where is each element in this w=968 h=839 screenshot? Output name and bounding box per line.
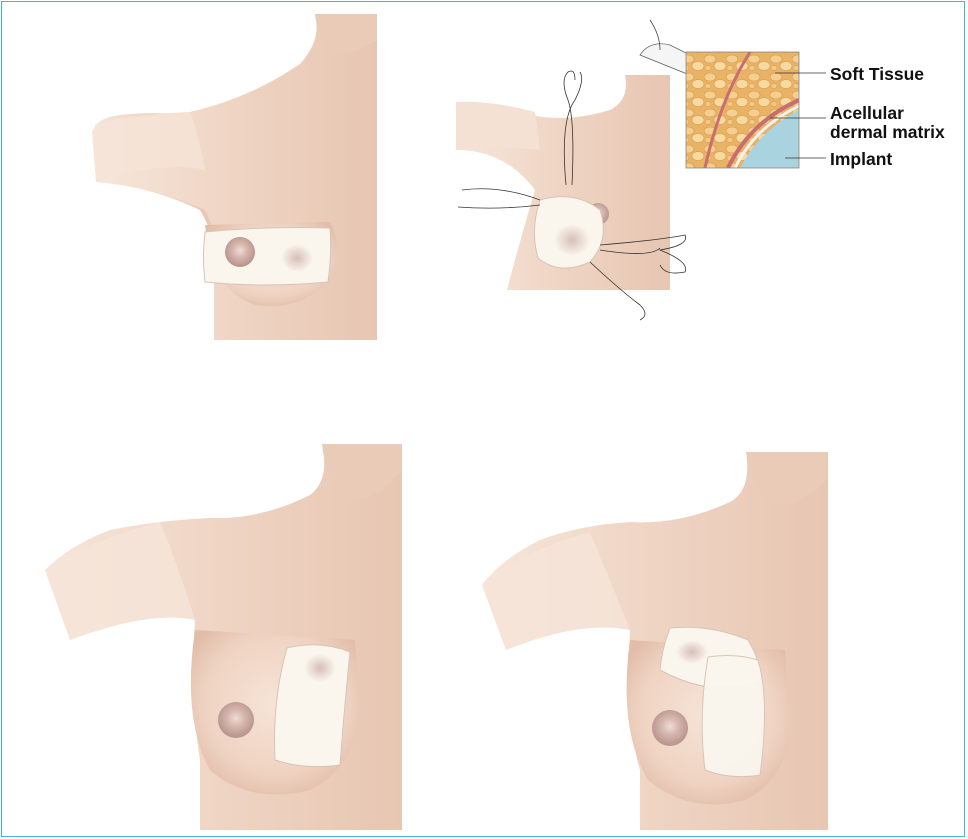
panel-1 bbox=[92, 14, 377, 340]
panel-4 bbox=[482, 452, 828, 830]
panel-2 bbox=[456, 20, 826, 320]
label-acellular-dermal-matrix: Acellular dermal matrix bbox=[830, 104, 965, 142]
label-implant: Implant bbox=[830, 150, 892, 169]
panel-3 bbox=[45, 444, 402, 830]
label-soft-tissue: Soft Tissue bbox=[830, 65, 924, 84]
